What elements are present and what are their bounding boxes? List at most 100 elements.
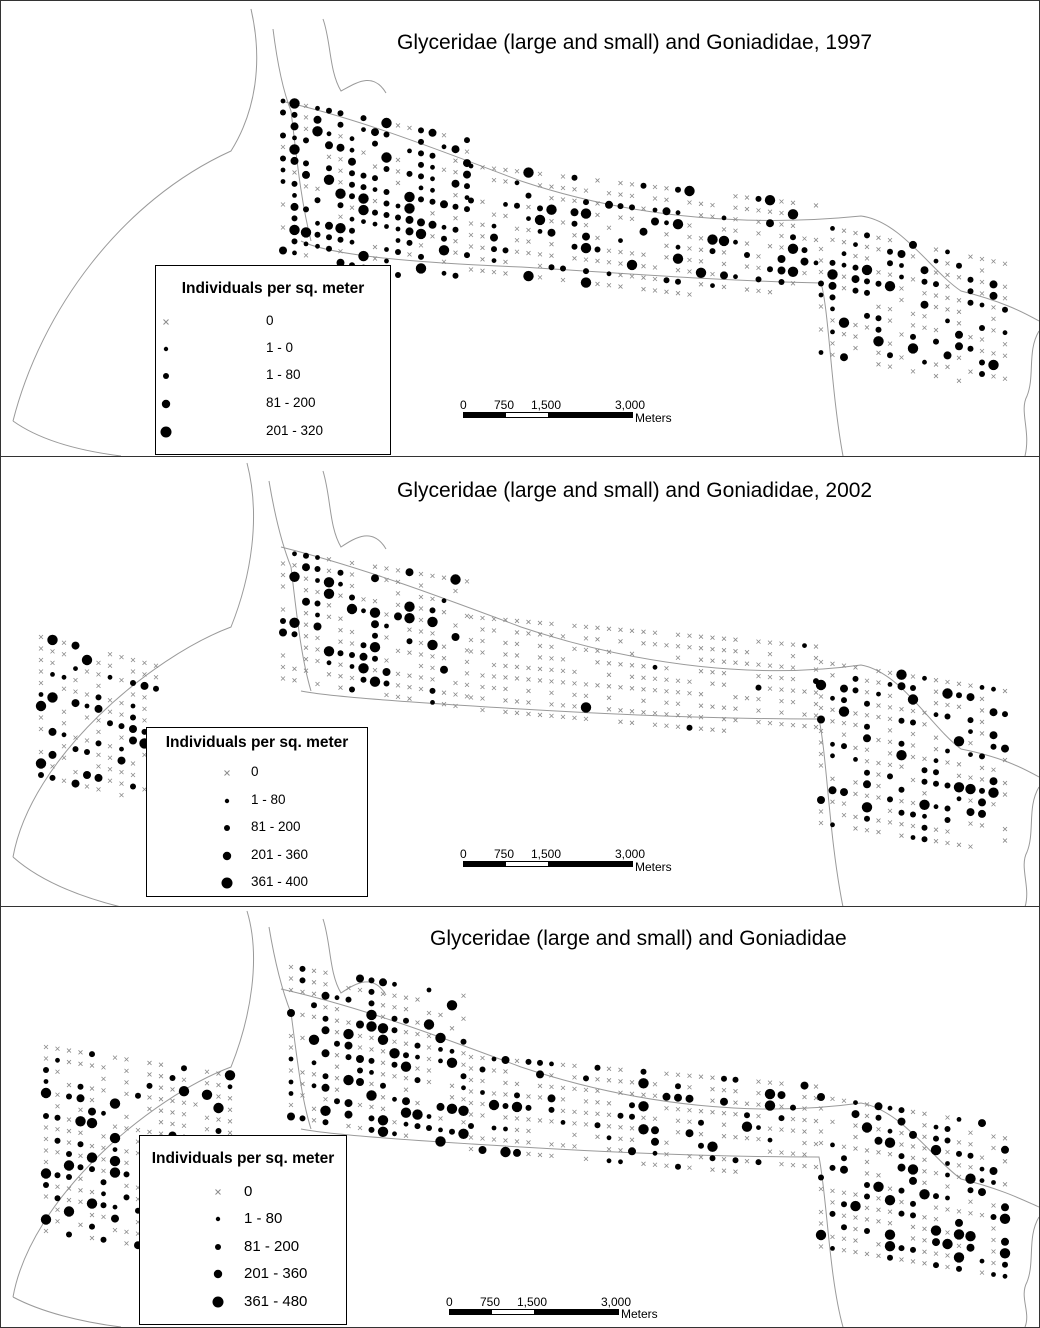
- station-cross: [407, 125, 412, 131]
- station-cross: [606, 649, 612, 655]
- station-cross: [158, 1062, 164, 1067]
- station-cross: [721, 1122, 727, 1127]
- station-dot: [100, 1202, 107, 1209]
- station-cross: [830, 1234, 835, 1240]
- station-dot: [405, 568, 414, 577]
- station-dot: [458, 1105, 469, 1116]
- station-dot: [372, 175, 378, 182]
- station-cross: [629, 720, 635, 726]
- station-cross: [346, 1020, 351, 1025]
- station-dot: [366, 1090, 377, 1101]
- station-cross: [922, 1157, 927, 1163]
- station-cross: [618, 215, 623, 220]
- station-dot: [537, 1059, 543, 1066]
- station-dot: [863, 734, 871, 743]
- station-cross: [956, 1243, 962, 1249]
- station-dot: [790, 1104, 796, 1111]
- station-cross: [323, 981, 328, 987]
- station-cross: [107, 663, 113, 669]
- station-cross: [480, 707, 485, 713]
- station-dot: [979, 359, 985, 366]
- station-cross: [910, 823, 916, 829]
- station-cross: [101, 1214, 106, 1220]
- station-dot: [829, 1210, 836, 1217]
- station-dot: [292, 193, 297, 198]
- station-cross: [933, 700, 939, 706]
- station-cross: [216, 1071, 221, 1076]
- station-cross: [606, 248, 612, 254]
- station-dot: [840, 684, 848, 693]
- legend-label: 81 - 200: [244, 1238, 300, 1255]
- large-dot-icon: [161, 399, 171, 409]
- station-dot: [864, 232, 870, 239]
- station-dot: [430, 164, 435, 170]
- station-dot: [861, 1122, 873, 1133]
- station-dot: [978, 809, 986, 818]
- station-dot: [418, 173, 424, 180]
- station-dot: [314, 566, 321, 572]
- station-dot: [368, 1126, 375, 1133]
- scale-segment: [463, 412, 506, 418]
- station-cross: [629, 1080, 635, 1085]
- station-cross: [733, 1134, 738, 1140]
- station-dot: [130, 714, 136, 721]
- station-cross: [300, 1012, 305, 1018]
- station-cross: [853, 334, 858, 339]
- station-dot: [887, 796, 893, 803]
- station-cross: [698, 259, 704, 264]
- station-cross: [403, 1075, 409, 1081]
- station-cross: [945, 840, 950, 846]
- station-cross: [204, 1126, 210, 1132]
- station-cross: [779, 721, 784, 727]
- station-cross: [721, 670, 727, 676]
- station-dot: [441, 224, 447, 230]
- station-dot: [61, 674, 67, 680]
- station-cross: [721, 705, 727, 710]
- station-dot: [429, 152, 436, 159]
- station-dot: [438, 1127, 443, 1133]
- station-cross: [853, 711, 858, 716]
- station-cross: [170, 1087, 175, 1092]
- station-cross: [721, 227, 727, 232]
- station-cross: [491, 1091, 497, 1096]
- cross-icon: [224, 770, 230, 776]
- station-cross: [710, 1098, 715, 1103]
- station-dot: [491, 1125, 497, 1131]
- station-cross: [876, 714, 881, 720]
- largest-dot-icon: [160, 426, 172, 438]
- station-dot: [88, 1107, 96, 1116]
- station-cross: [303, 622, 309, 627]
- legend-label: 0: [244, 1183, 253, 1200]
- station-cross: [280, 225, 286, 230]
- station-cross: [43, 1159, 49, 1165]
- station-cross: [675, 1072, 681, 1078]
- station-cross: [549, 253, 554, 258]
- station-dot: [326, 131, 332, 137]
- station-cross: [334, 1075, 340, 1081]
- station-dot: [292, 551, 297, 557]
- station-cross: [549, 644, 554, 650]
- coastline-north: [280, 546, 1039, 778]
- largest-dot-icon: [221, 877, 233, 889]
- station-dot: [966, 1243, 975, 1252]
- scale-tick: 0: [460, 398, 467, 412]
- station-cross: [572, 1063, 577, 1069]
- station-dot: [291, 631, 298, 638]
- station-cross: [710, 669, 715, 675]
- station-cross: [790, 653, 796, 659]
- station-dot: [280, 167, 286, 173]
- station-dot: [280, 179, 286, 184]
- station-cross: [887, 1186, 893, 1191]
- station-dot: [514, 1092, 520, 1099]
- station-cross: [956, 773, 962, 779]
- scale-segment: [506, 412, 548, 418]
- station-dot: [756, 1125, 761, 1130]
- station-dot: [638, 1101, 649, 1112]
- station-dot: [288, 1091, 294, 1096]
- station-cross: [560, 634, 566, 639]
- station-dot: [897, 1117, 906, 1126]
- station-dot: [50, 672, 55, 677]
- station-cross: [372, 564, 378, 569]
- scale-segment: [449, 1309, 492, 1315]
- station-cross: [288, 987, 294, 993]
